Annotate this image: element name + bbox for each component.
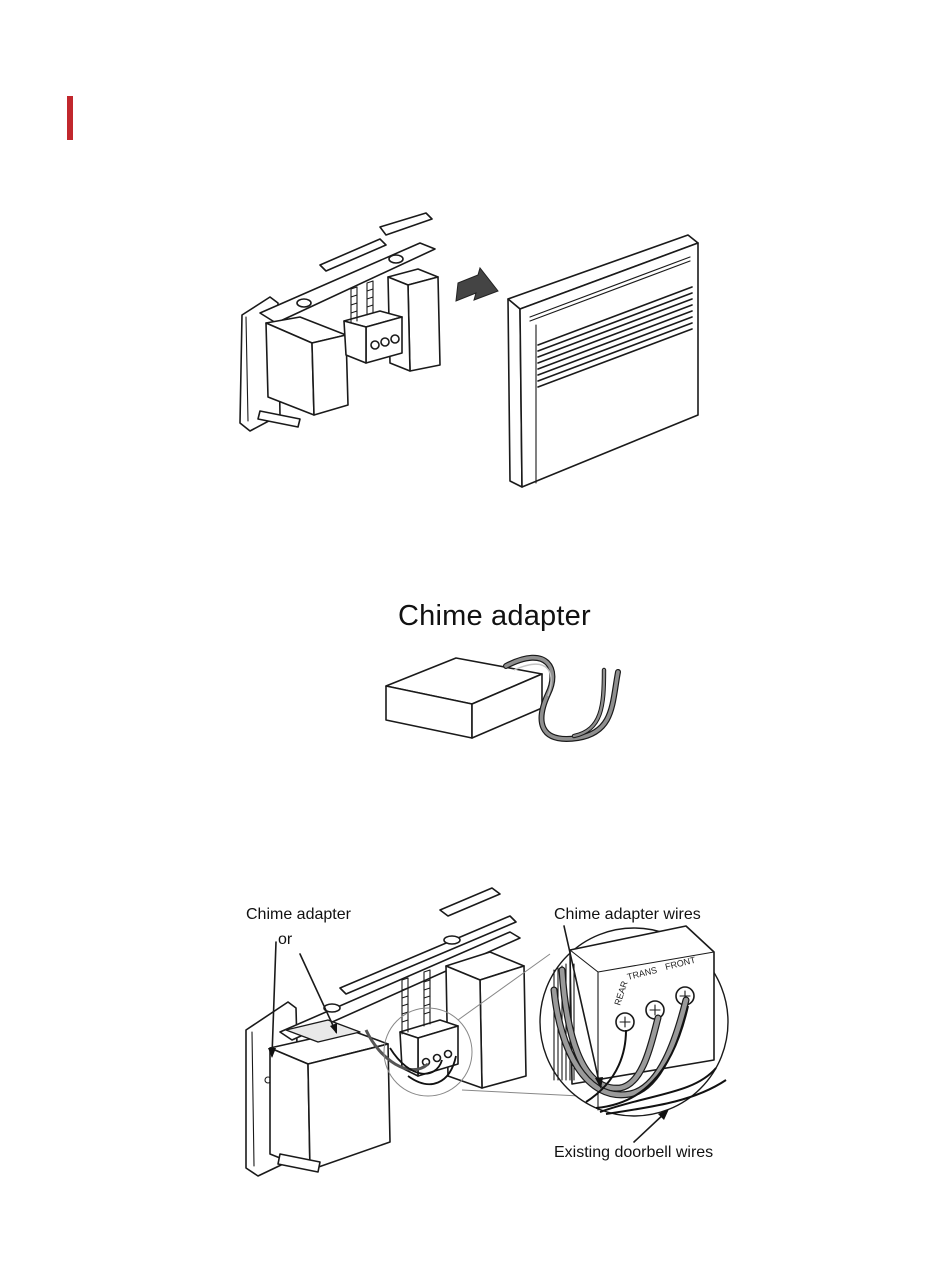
label-chime-adapter: Chime adapter — [246, 906, 351, 924]
chime-mechanism-icon — [240, 213, 440, 431]
figure-remove-chime-cover — [230, 205, 710, 495]
wiring-diagram: REAR TRANS FRONT — [240, 880, 740, 1180]
label-existing-doorbell-wires: Existing doorbell wires — [554, 1144, 713, 1162]
chime-cover-icon — [508, 235, 698, 487]
label-or: or — [278, 931, 292, 949]
label-chime-adapter-wires: Chime adapter wires — [554, 906, 701, 924]
terminal-closeup-icon: REAR TRANS FRONT — [540, 926, 728, 1116]
arrow-right-icon — [456, 268, 498, 301]
section-accent-bar — [67, 96, 73, 140]
chime-adapter-icon — [378, 650, 638, 750]
chime-mechanism-detail-icon — [246, 888, 580, 1176]
chime-adapter-caption: Chime adapter — [398, 600, 591, 633]
